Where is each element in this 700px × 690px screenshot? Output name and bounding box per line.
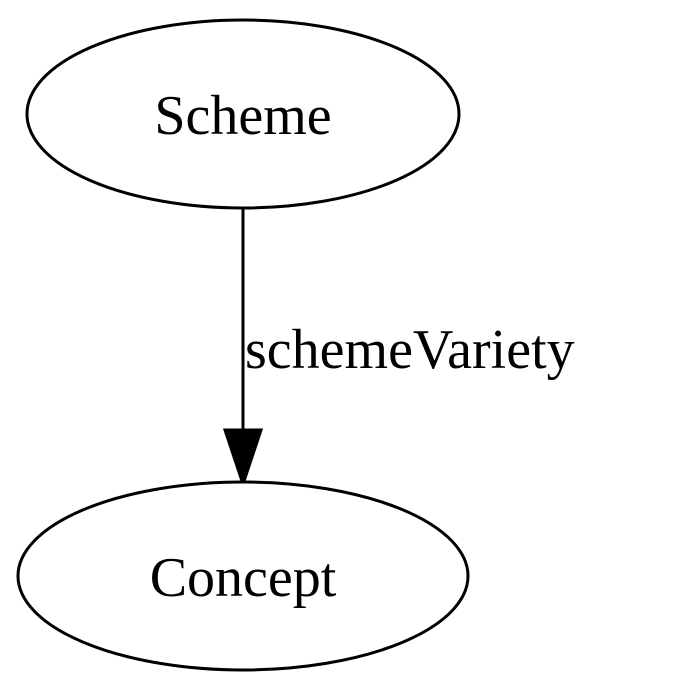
node-concept: Concept: [16, 480, 470, 672]
edge-label-scheme-variety: schemeVariety: [245, 319, 575, 381]
node-scheme: Scheme: [25, 18, 461, 210]
arrow-head-icon: [222, 428, 264, 489]
node-concept-ellipse: [16, 480, 470, 672]
node-scheme-ellipse: [25, 18, 461, 210]
node-concept-label: Concept: [150, 547, 337, 609]
edge-scheme-to-concept: schemeVariety: [222, 208, 575, 489]
node-scheme-label: Scheme: [154, 85, 331, 147]
